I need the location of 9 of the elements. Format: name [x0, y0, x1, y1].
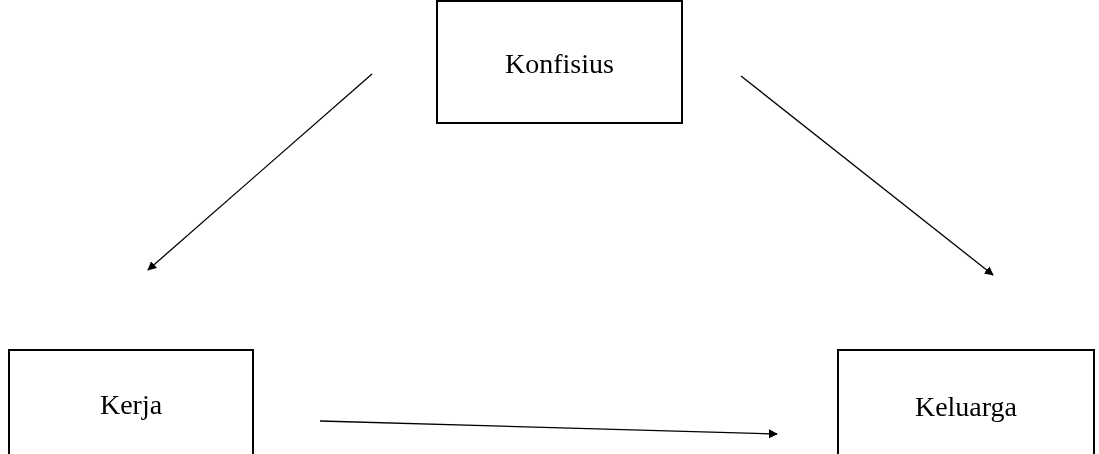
box-label: Keluarga [914, 391, 1018, 424]
arrow [740, 75, 994, 276]
process-box [436, 0, 683, 124]
arrow [319, 420, 778, 439]
box-label: Kerja [99, 389, 163, 422]
arrow [147, 73, 373, 271]
process-box [837, 349, 1095, 454]
box-label: Konfisius [505, 48, 614, 81]
process-box [8, 349, 254, 454]
